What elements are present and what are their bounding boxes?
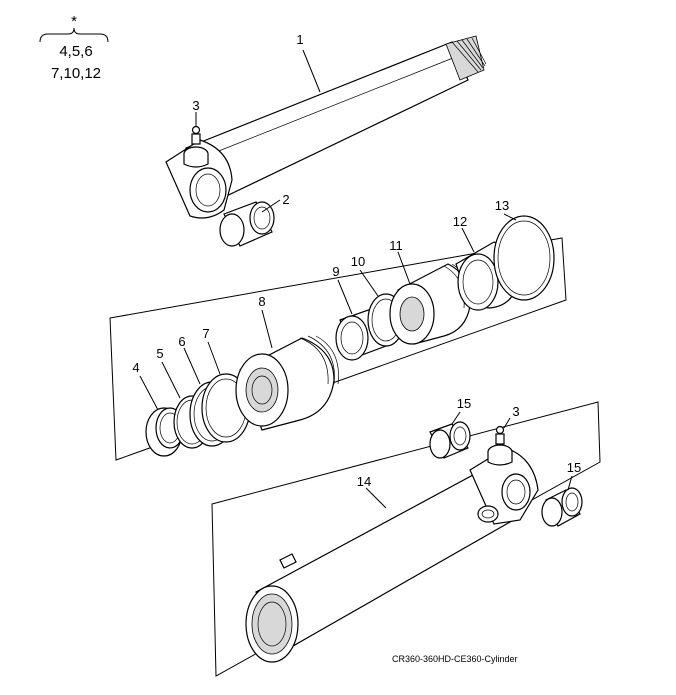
callout-1: 1 (296, 32, 303, 47)
callout-5: 5 (156, 346, 163, 361)
callout-4: 4 (132, 360, 139, 375)
kit-note-line2: 7,10,12 (51, 65, 101, 82)
part-barrel (245, 444, 539, 663)
part-grease-fitting-top (191, 125, 201, 145)
part-rod (165, 35, 487, 219)
callout-14: 14 (357, 474, 371, 489)
seal-kit-frame (109, 237, 567, 461)
callout-15-left: 15 (457, 396, 471, 411)
callout-10: 10 (351, 254, 365, 269)
callout-15-right: 15 (567, 460, 581, 475)
callout-9: 9 (332, 264, 339, 279)
callout-3-top: 3 (192, 98, 199, 113)
kit-note: * 4,5,6 7,10,12 (39, 13, 109, 82)
part-piston (389, 263, 471, 345)
kit-note-symbol: * (71, 13, 77, 30)
part-bushing-rod (219, 201, 275, 247)
callout-12: 12 (453, 214, 467, 229)
part-grease-fitting-bottom (495, 425, 505, 445)
callout-11: 11 (389, 238, 403, 253)
part-o-ring-13 (493, 215, 555, 301)
diagram-caption: CR360-360HD-CE360-Cylinder (392, 654, 518, 664)
callout-6: 6 (178, 334, 185, 349)
callout-2: 2 (282, 192, 289, 207)
part-wear-ring-9 (335, 307, 387, 361)
leader-lines (139, 49, 573, 509)
part-gland (235, 335, 339, 431)
callout-labels: 1 2 3 4 5 6 7 8 9 10 11 12 13 14 15 3 15 (132, 32, 581, 489)
kit-note-line1: 4,5,6 (59, 43, 92, 60)
part-bushing-15a (429, 421, 471, 459)
callout-13: 13 (495, 198, 509, 213)
kit-note-brace (39, 27, 109, 43)
callout-8: 8 (258, 294, 265, 309)
callout-7: 7 (202, 326, 209, 341)
part-bushing-15b (541, 487, 583, 527)
callout-3-bottom: 3 (512, 404, 519, 419)
